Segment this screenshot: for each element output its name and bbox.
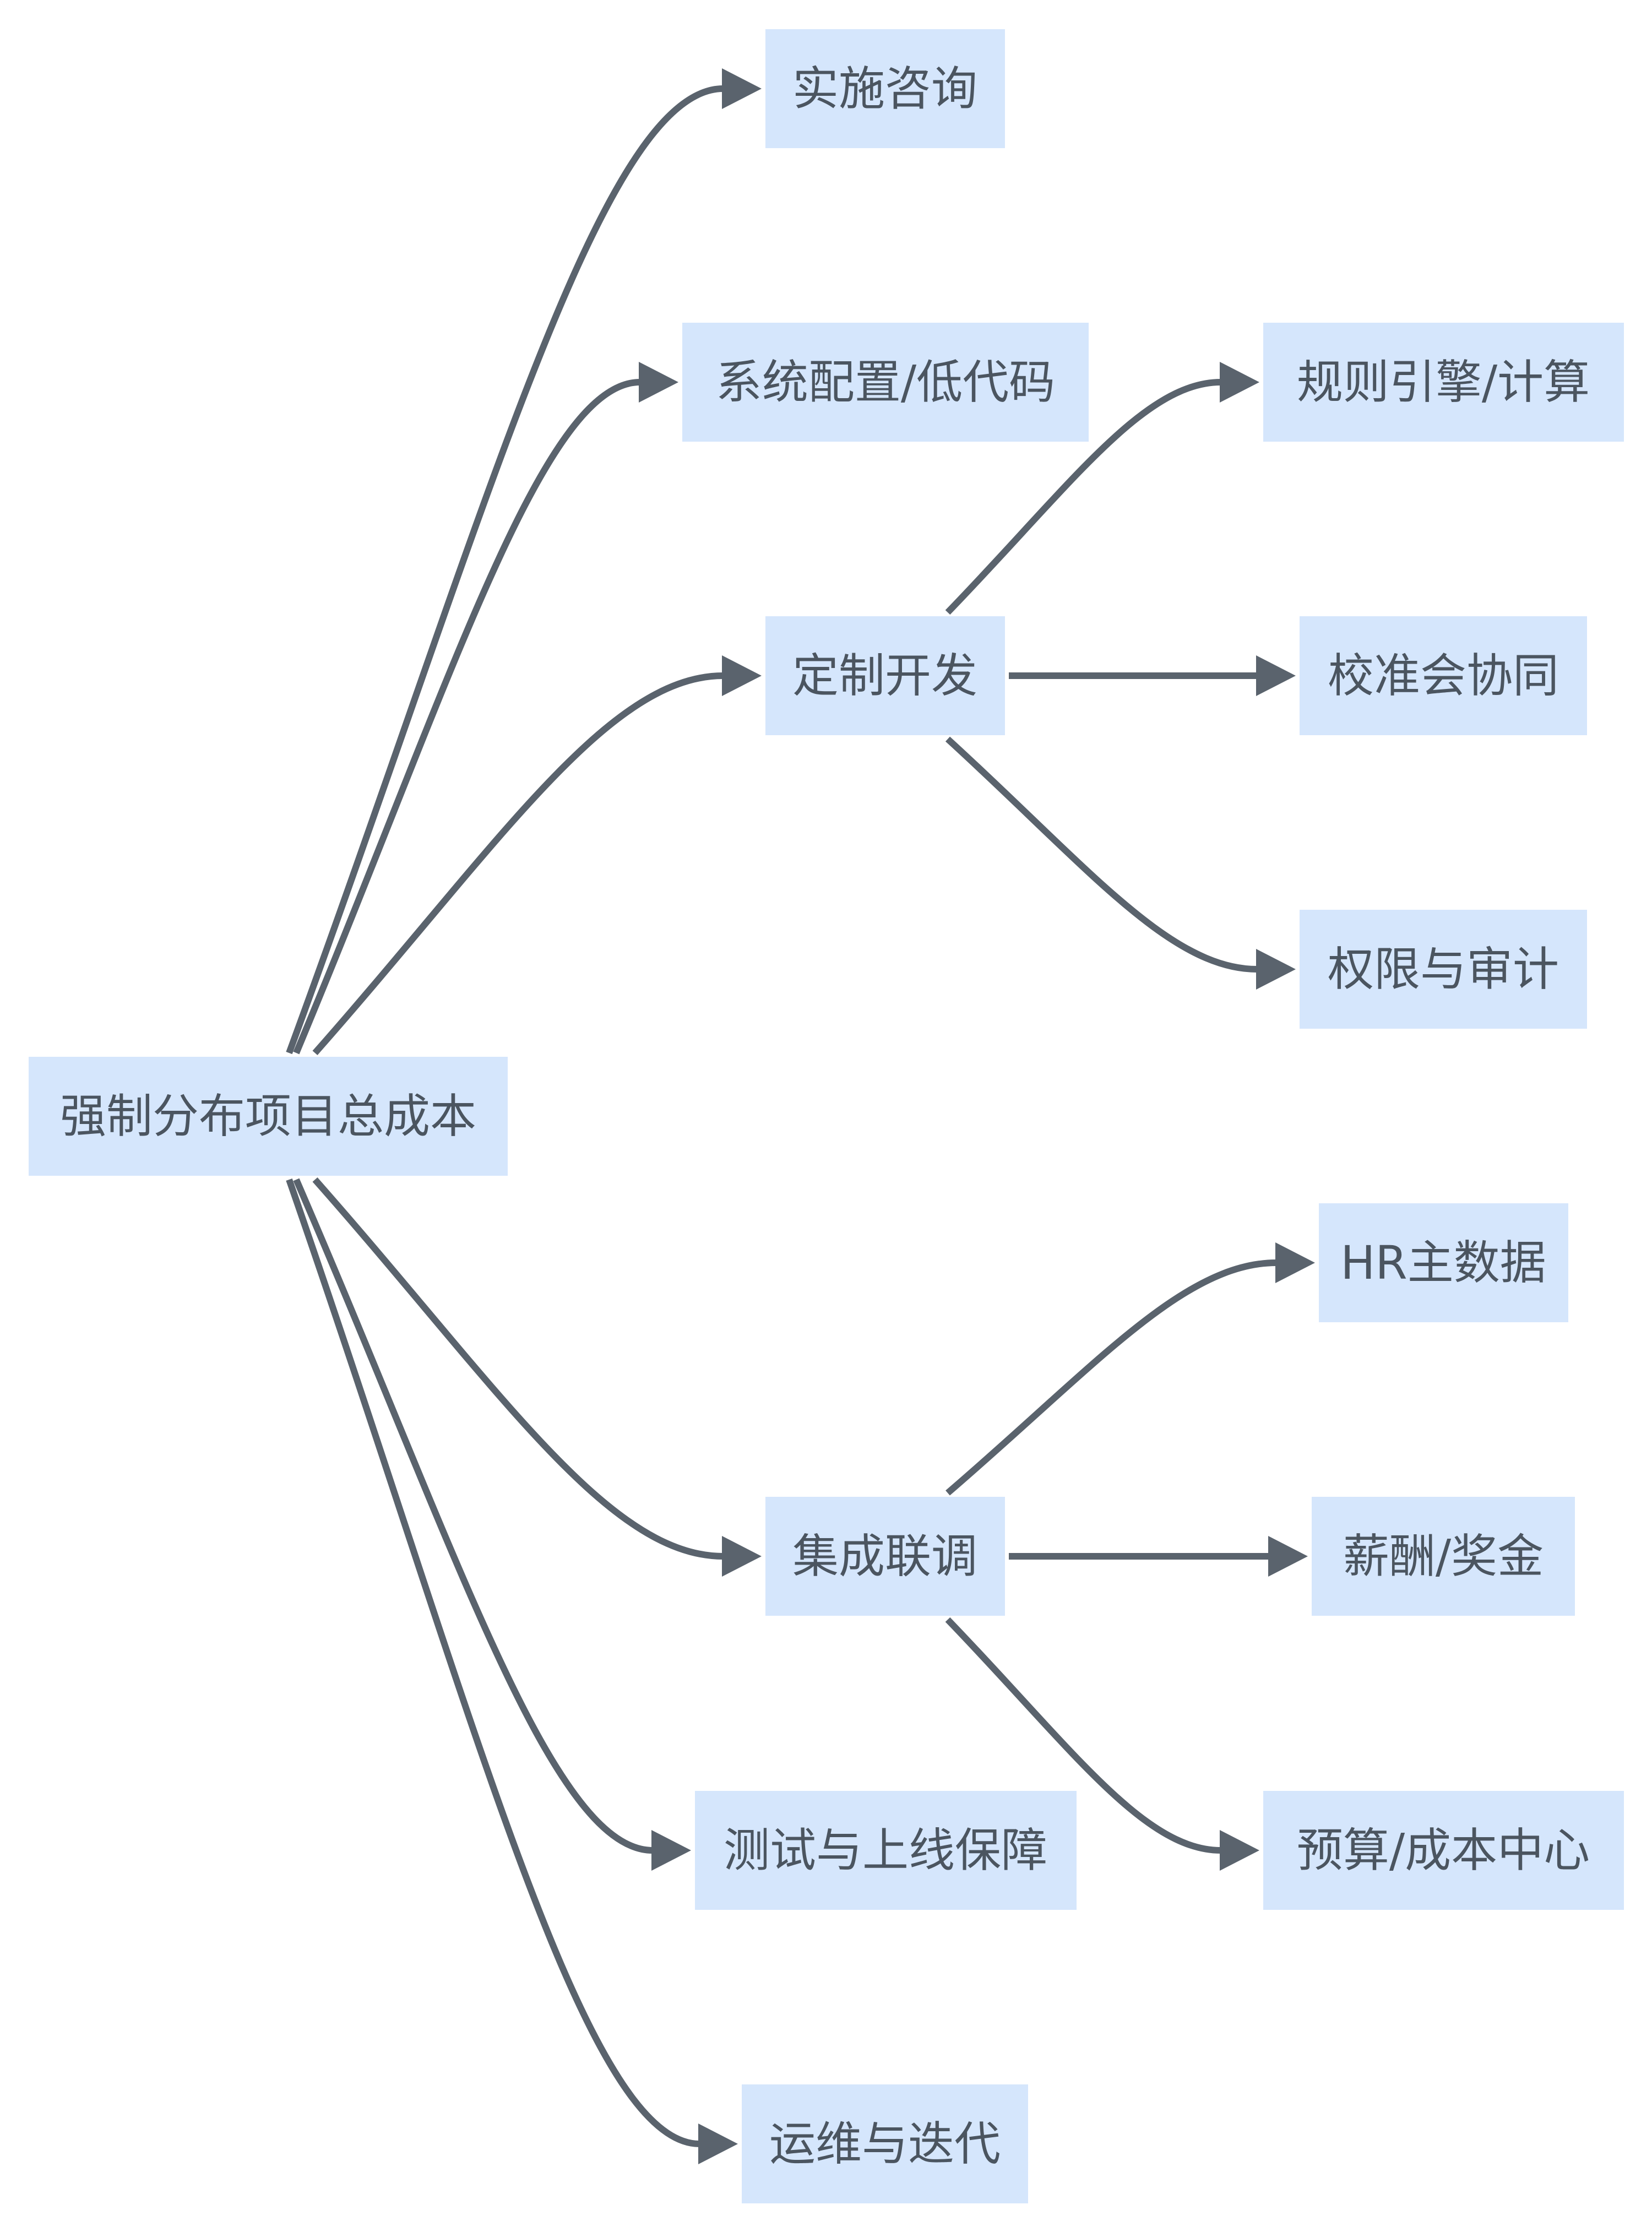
node-label: 预算/成本中心 — [1297, 1823, 1590, 1877]
node-box — [765, 1497, 1005, 1616]
node-custom-dev[interactable]: 定制开发 — [765, 616, 1005, 735]
node-label: 系统配置/低代码 — [716, 355, 1055, 409]
node-rules-engine[interactable]: 规则引擎/计算 — [1263, 323, 1624, 442]
node-consulting[interactable]: 实施咨询 — [765, 29, 1005, 148]
edge-root-to-consulting — [286, 85, 724, 1055]
edge-custom_dev-to-rules_engine — [945, 379, 1221, 615]
node-label: 测试与上线保障 — [724, 1823, 1047, 1877]
node-testing[interactable]: 测试与上线保障 — [695, 1791, 1077, 1910]
node-box — [1312, 1497, 1575, 1616]
node-box — [742, 2084, 1028, 2203]
node-box — [682, 323, 1089, 442]
edge-root-to-integration — [312, 1177, 724, 1560]
node-label: 定制开发 — [792, 649, 977, 703]
node-ops[interactable]: 运维与迭代 — [742, 2084, 1028, 2203]
arrowhead-icon — [1220, 1830, 1259, 1871]
nodes-layer: 强制分布项目总成本 实施咨询 系统配置/低代码 定制开发 规则引擎/计算 校准会… — [29, 29, 1624, 2203]
node-box — [695, 1791, 1077, 1910]
arrowhead-icon — [722, 1536, 762, 1577]
node-box — [1263, 1791, 1624, 1910]
arrowhead-icon — [1275, 1242, 1315, 1283]
edge-root-to-ops — [286, 1179, 700, 2147]
node-label: 校准会协同 — [1328, 649, 1559, 703]
arrowhead-icon — [651, 1830, 691, 1871]
edges-layer — [286, 68, 1315, 2164]
node-root[interactable]: 强制分布项目总成本 — [29, 1057, 508, 1176]
node-hr-master[interactable]: HR主数据 — [1319, 1203, 1568, 1322]
arrowhead-icon — [1268, 1536, 1308, 1577]
node-box — [1319, 1203, 1568, 1322]
node-calibration[interactable]: 校准会协同 — [1300, 616, 1587, 735]
node-label: HR主数据 — [1340, 1236, 1546, 1290]
edge-integration-to-hr_master — [945, 1259, 1277, 1496]
node-payroll[interactable]: 薪酬/奖金 — [1312, 1497, 1575, 1616]
arrowhead-icon — [1256, 949, 1296, 990]
edge-custom_dev-to-permissions — [945, 736, 1258, 973]
node-box — [765, 29, 1005, 148]
node-label: 强制分布项目总成本 — [60, 1089, 476, 1143]
node-label: 规则引擎/计算 — [1297, 355, 1590, 409]
arrowhead-icon — [1256, 655, 1296, 696]
edge-integration-to-budget — [945, 1617, 1221, 1854]
arrowhead-icon — [722, 655, 762, 696]
node-box — [1263, 323, 1624, 442]
node-box — [29, 1057, 508, 1176]
node-box — [765, 616, 1005, 735]
node-label: 集成联调 — [792, 1529, 977, 1583]
arrowhead-icon — [698, 2124, 738, 2164]
arrowhead-icon — [639, 362, 678, 403]
edge-root-to-config — [293, 379, 640, 1055]
edge-root-to-custom_dev — [312, 672, 724, 1055]
node-box — [1300, 910, 1587, 1029]
node-config[interactable]: 系统配置/低代码 — [682, 323, 1089, 442]
node-label: 运维与迭代 — [769, 2117, 1001, 2171]
node-budget[interactable]: 预算/成本中心 — [1263, 1791, 1624, 1910]
node-label: 实施咨询 — [792, 62, 977, 116]
arrowhead-icon — [1220, 362, 1259, 403]
edge-root-to-testing — [293, 1178, 653, 1854]
node-label: 权限与审计 — [1328, 942, 1559, 996]
arrowhead-icon — [722, 68, 762, 109]
node-label: 薪酬/奖金 — [1343, 1529, 1544, 1583]
node-box — [1300, 616, 1587, 735]
node-permissions[interactable]: 权限与审计 — [1300, 910, 1587, 1029]
node-integration[interactable]: 集成联调 — [765, 1497, 1005, 1616]
